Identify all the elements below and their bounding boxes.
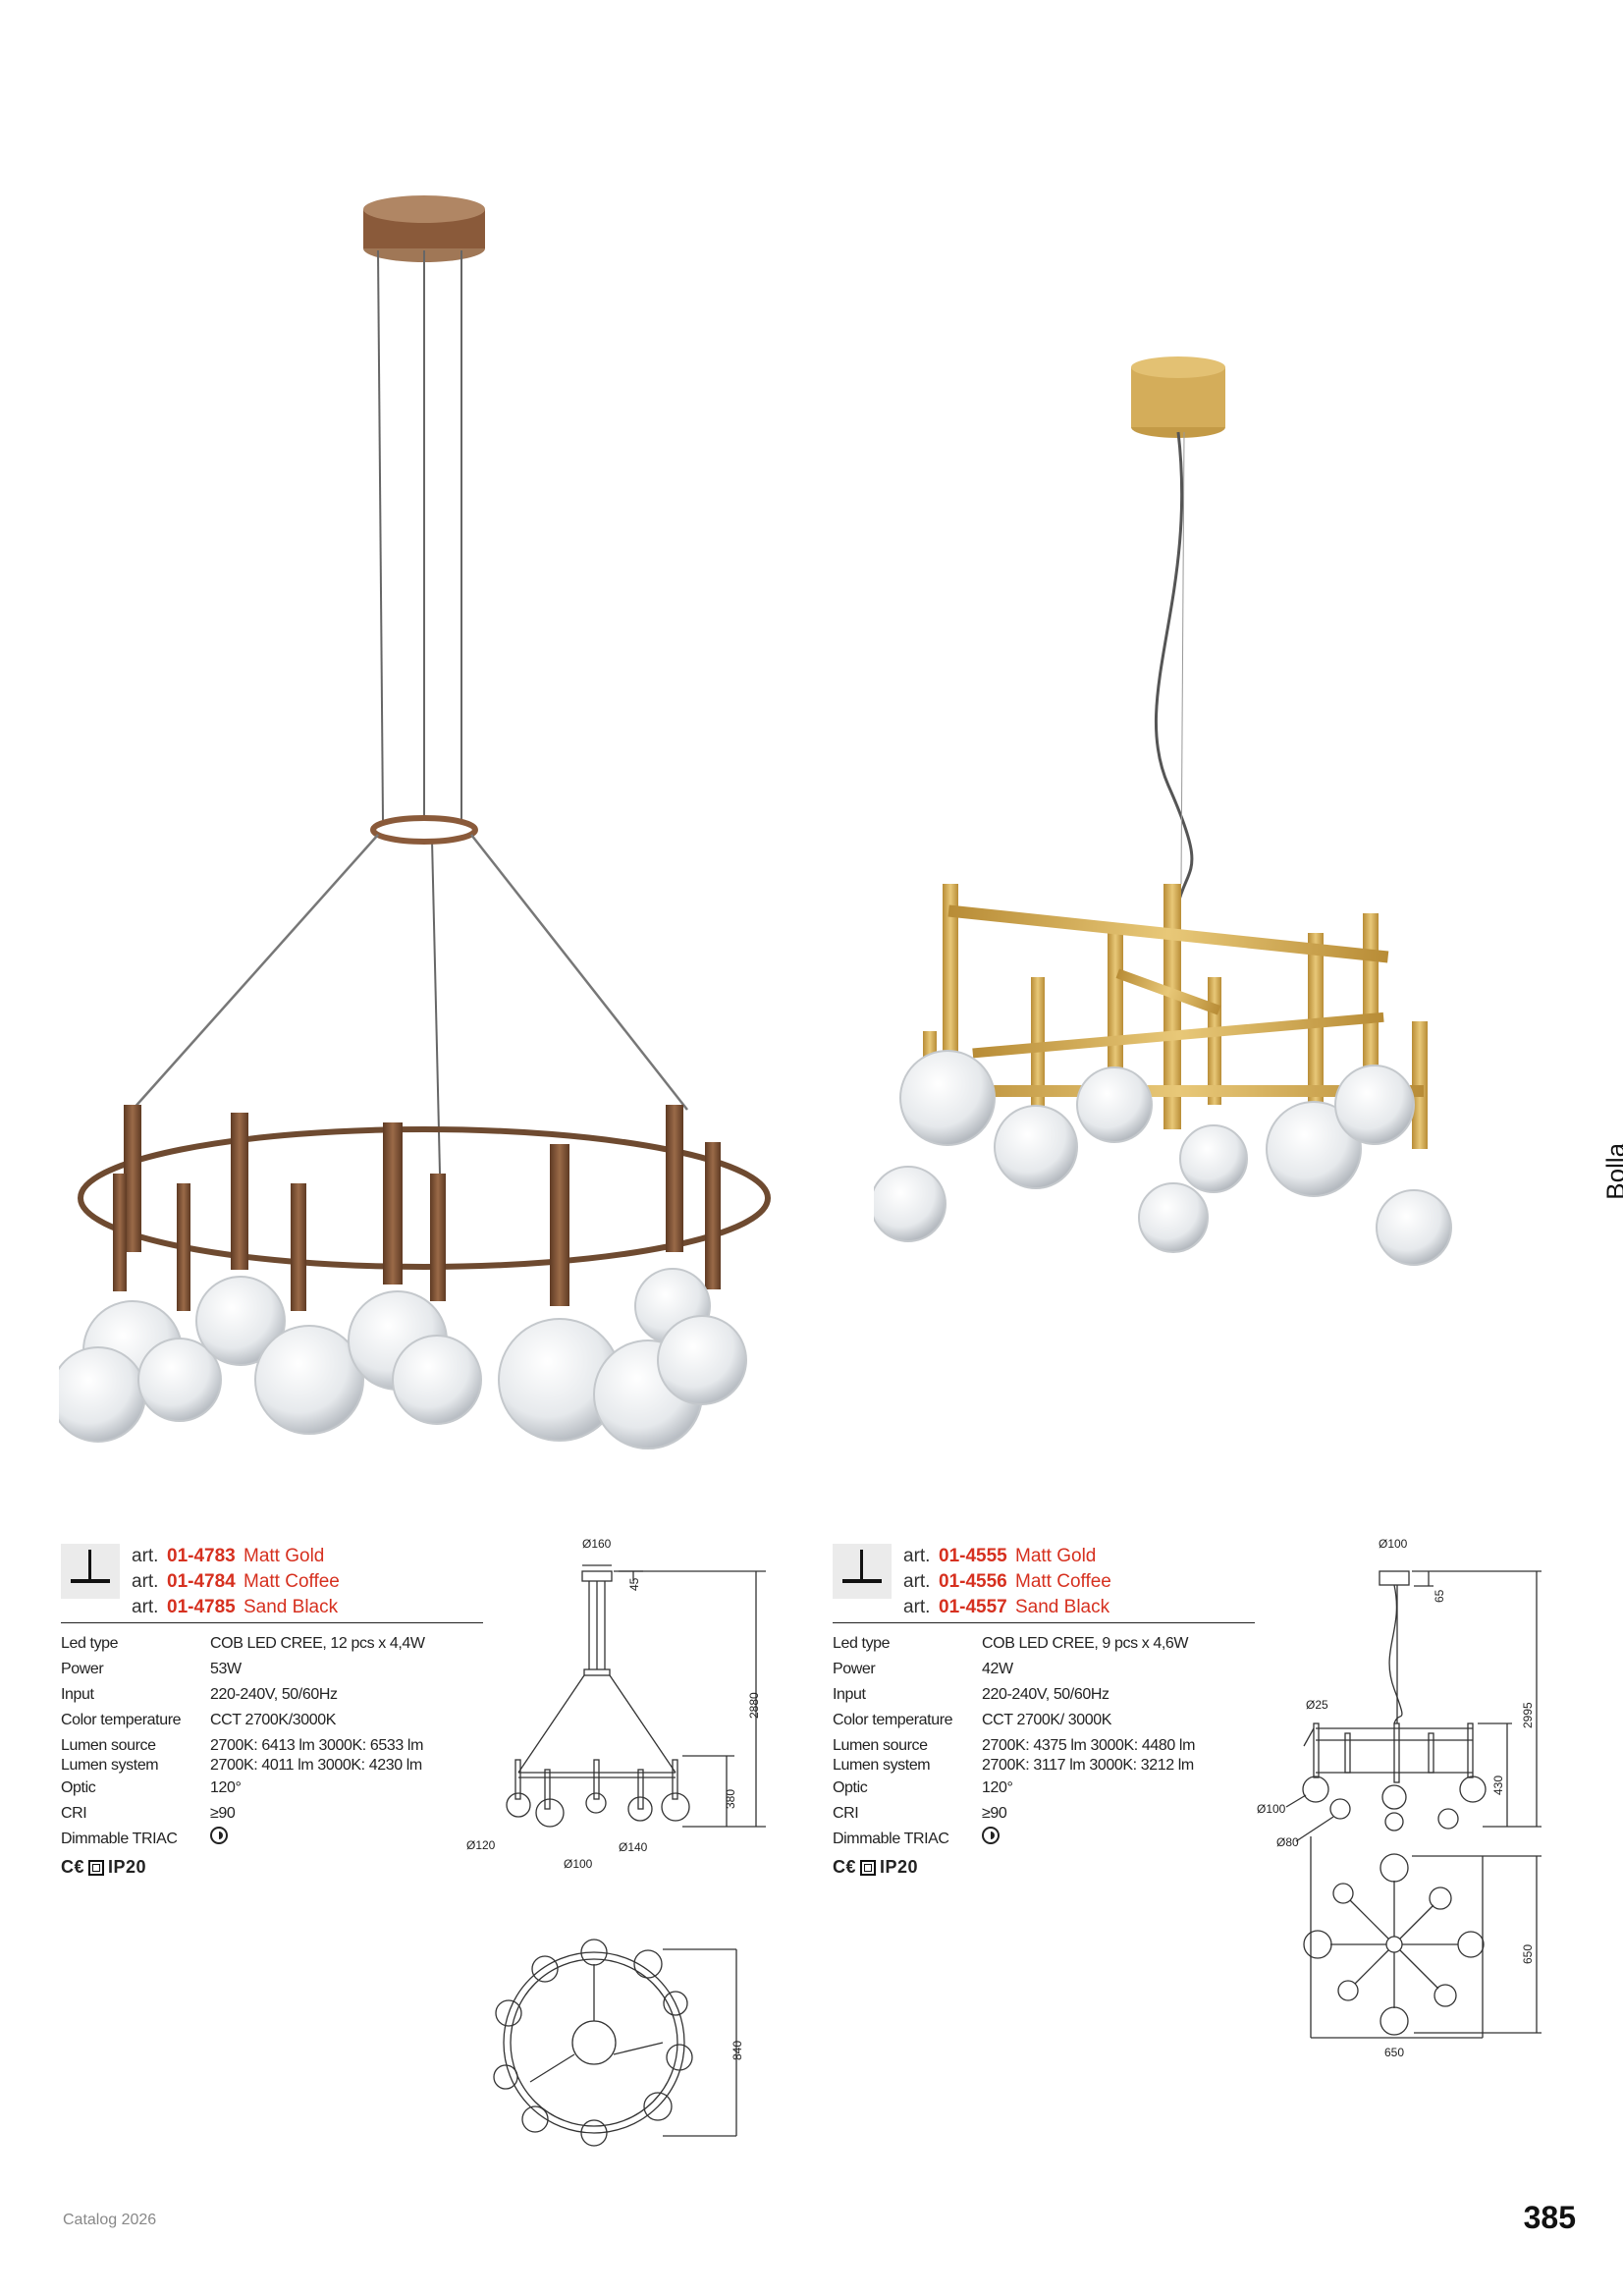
spec-row: CRI≥90 <box>61 1805 236 1822</box>
article-finish: Matt Coffee <box>243 1571 340 1592</box>
article-code: 01-4555 <box>939 1546 1007 1566</box>
svg-text:Ø25: Ø25 <box>1306 1698 1328 1712</box>
spec-row: Dimmable TRIAC <box>833 1827 1195 1853</box>
certification-marks: C€ IP20 <box>833 1857 1255 1878</box>
spec-row: CRI≥90 <box>833 1805 1007 1822</box>
technical-drawing-product-1: Ø160 45 2880 380 Ø120 Ø100 Ø140 840 <box>466 1537 766 2147</box>
svg-text:380: 380 <box>724 1789 737 1809</box>
article-finish: Matt Gold <box>243 1546 325 1566</box>
pendant-type-icon <box>833 1544 892 1599</box>
svg-text:840: 840 <box>730 2041 744 2060</box>
dimmable-icon <box>210 1827 228 1844</box>
svg-text:2995: 2995 <box>1521 1702 1535 1728</box>
ce-mark-icon: C€ <box>833 1857 857 1877</box>
article-code: 01-4785 <box>167 1597 236 1617</box>
svg-text:650: 650 <box>1384 2046 1404 2059</box>
svg-text:Ø100: Ø100 <box>564 1857 593 1871</box>
article-finish: Matt Coffee <box>1015 1571 1111 1592</box>
article-finish: Sand Black <box>1015 1597 1110 1617</box>
class-ii-icon <box>860 1859 877 1876</box>
svg-text:Ø120: Ø120 <box>466 1838 496 1852</box>
product-photo-ring-chandelier <box>59 195 771 1449</box>
article-code: 01-4784 <box>167 1571 236 1592</box>
article-finish: Matt Gold <box>1015 1546 1097 1566</box>
product-photo-rod-chandelier <box>874 356 1452 1266</box>
ip-rating: IP20 <box>108 1857 147 1877</box>
certification-marks: C€ IP20 <box>61 1857 483 1878</box>
svg-text:65: 65 <box>1433 1589 1446 1603</box>
article-finish: Sand Black <box>243 1597 339 1617</box>
ip-rating: IP20 <box>880 1857 919 1877</box>
svg-text:Ø100: Ø100 <box>1257 1802 1286 1816</box>
svg-text:Ø80: Ø80 <box>1276 1835 1299 1849</box>
article-code: 01-4556 <box>939 1571 1007 1592</box>
article-code: 01-4783 <box>167 1546 236 1566</box>
svg-text:430: 430 <box>1491 1776 1505 1795</box>
svg-text:Ø100: Ø100 <box>1379 1537 1408 1551</box>
catalog-label: Catalog 2026 <box>63 2212 157 2228</box>
page-number: 385 <box>1523 2200 1576 2235</box>
spec-row: Dimmable TRIAC <box>61 1827 425 1853</box>
collection-name-vertical: Bolla__ <box>1601 1115 1623 1200</box>
svg-text:2880: 2880 <box>747 1692 761 1719</box>
pendant-type-icon <box>61 1544 120 1599</box>
svg-text:Ø160: Ø160 <box>582 1537 612 1551</box>
article-code: 01-4557 <box>939 1597 1007 1617</box>
ce-mark-icon: C€ <box>61 1857 85 1877</box>
svg-text:650: 650 <box>1521 1944 1535 1964</box>
dimmable-icon <box>982 1827 1000 1844</box>
technical-drawing-product-2: Ø100 65 2995 430 Ø25 Ø100 Ø80 650 650 <box>1257 1537 1542 2059</box>
class-ii-icon <box>88 1859 105 1876</box>
svg-text:45: 45 <box>627 1577 641 1591</box>
svg-text:Ø140: Ø140 <box>619 1840 648 1854</box>
